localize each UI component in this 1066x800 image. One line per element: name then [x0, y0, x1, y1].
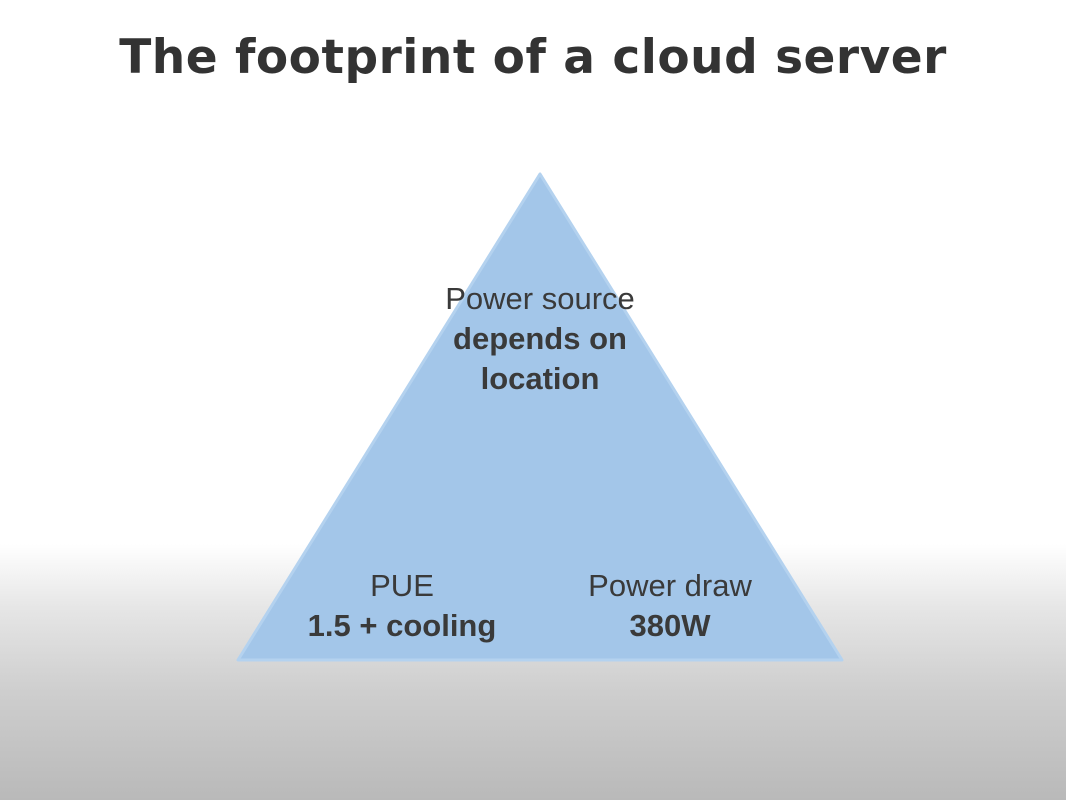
power-source-label: Power source depends on location	[430, 279, 650, 399]
slide-title: The footprint of a cloud server	[119, 30, 947, 85]
power-draw-value: 380W	[629, 608, 711, 643]
pue-label: PUE 1.5 + cooling	[282, 566, 522, 646]
power-draw-name: Power draw	[588, 568, 752, 603]
pyramid-triangle	[236, 172, 844, 662]
power-source-name: Power source	[445, 281, 635, 316]
power-draw-label: Power draw 380W	[560, 566, 780, 646]
power-source-value: depends on location	[453, 321, 627, 396]
pue-value: 1.5 + cooling	[307, 608, 497, 643]
pue-name: PUE	[370, 568, 434, 603]
